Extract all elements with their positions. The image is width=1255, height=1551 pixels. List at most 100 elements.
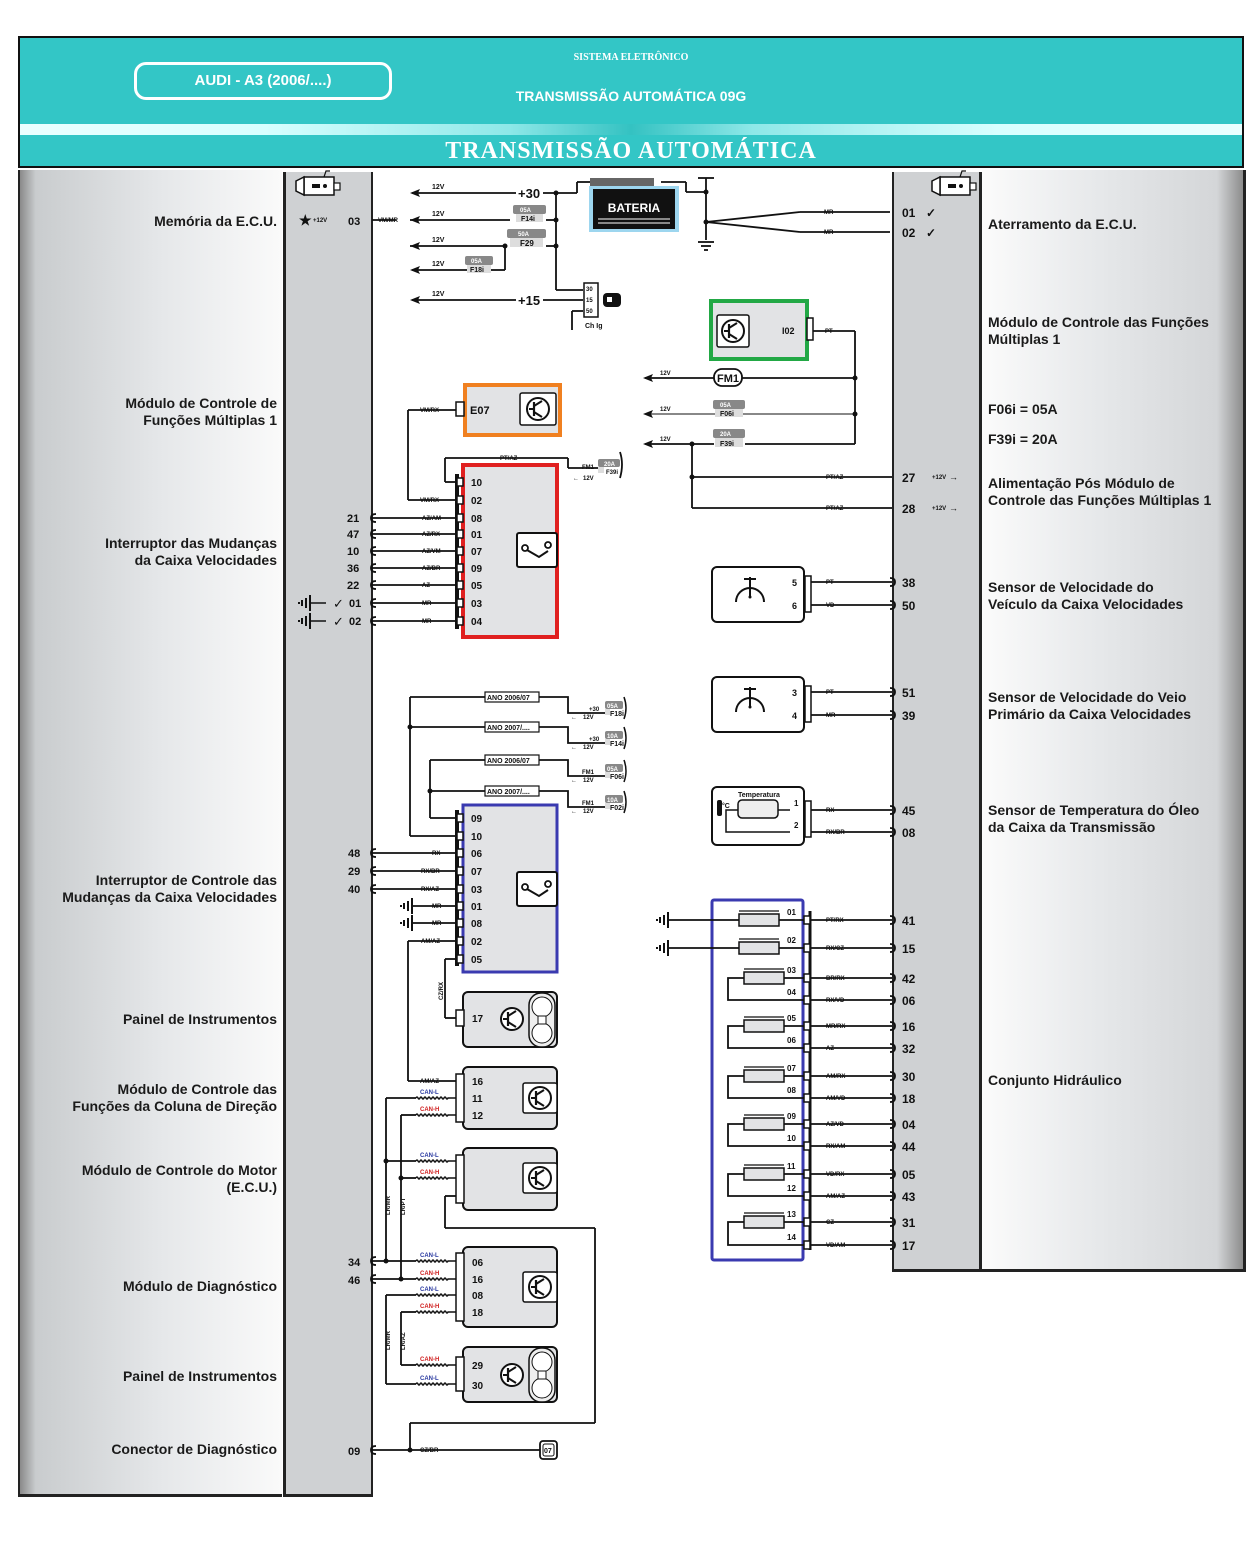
pin-number: 09 bbox=[471, 564, 483, 575]
can-label: CAN-L bbox=[420, 1153, 439, 1159]
star-icon: ★ bbox=[299, 212, 312, 228]
pin-terminal bbox=[803, 1240, 811, 1250]
instrument-panel-2: 29 30 bbox=[455, 1346, 558, 1403]
twisted-pair bbox=[415, 1382, 456, 1386]
check-icon: ✓ bbox=[926, 226, 936, 240]
svg-text:16: 16 bbox=[472, 1077, 484, 1088]
fuse-f18i: 05A F18i bbox=[465, 256, 493, 274]
pin-number: 01 bbox=[349, 598, 361, 610]
pin-number: 13 bbox=[787, 1210, 796, 1219]
svg-text:30: 30 bbox=[586, 287, 593, 293]
wire-label: PT/RX bbox=[826, 918, 844, 924]
wire-label: RX/BR bbox=[421, 869, 440, 875]
pin-terminal bbox=[456, 831, 464, 841]
ecu-pin-hook bbox=[889, 1071, 896, 1081]
wire-label: PT bbox=[825, 329, 833, 335]
ecu-pin-hook bbox=[370, 884, 377, 894]
wire-label: MR bbox=[824, 210, 834, 216]
pin-number: 08 bbox=[471, 919, 483, 930]
wire-label: CZ/BR bbox=[420, 1448, 439, 1454]
arrow-right-icon: → bbox=[949, 503, 958, 513]
label-diag-module: Módulo de Diagnóstico bbox=[123, 1278, 277, 1294]
pin-number: 05 bbox=[902, 1168, 916, 1182]
label-ecu-ground: Aterramento da E.C.U. bbox=[988, 216, 1137, 232]
ecu-pin-hook bbox=[889, 943, 896, 953]
plus15-label: +15 bbox=[518, 293, 540, 308]
pin-number: 10 bbox=[787, 1134, 796, 1143]
label-hydraulic-unit: Conjunto Hidráulico bbox=[988, 1072, 1122, 1088]
pin-terminal bbox=[803, 1071, 811, 1081]
svg-text:1: 1 bbox=[794, 799, 799, 808]
can-label: CAN-H bbox=[420, 1107, 439, 1113]
pin-number: 04 bbox=[902, 1118, 916, 1132]
v12-label: 12V bbox=[583, 809, 594, 815]
pin-number: 07 bbox=[471, 867, 483, 878]
fuse-id: F18i bbox=[610, 711, 624, 718]
svg-text:E07: E07 bbox=[470, 405, 490, 417]
label-instrument-panel-1: Painel de Instrumentos bbox=[122, 1011, 277, 1027]
ecu-pin-hook bbox=[370, 529, 377, 539]
pin-terminal bbox=[803, 1191, 811, 1201]
header-divider bbox=[20, 124, 1242, 135]
svg-text:16: 16 bbox=[472, 1275, 484, 1286]
pin-terminal bbox=[456, 495, 464, 505]
supply-source: FM1 bbox=[582, 801, 595, 807]
pin-number: 27 bbox=[902, 471, 916, 485]
ground-icon bbox=[400, 914, 413, 932]
speed-sensor-body bbox=[711, 676, 805, 733]
pin-terminal bbox=[456, 954, 464, 964]
wire-label: AZ bbox=[826, 1046, 834, 1052]
car-model-badge: AUDI - A3 (2006/....) bbox=[134, 62, 392, 100]
ground-icon bbox=[298, 594, 311, 612]
ecu-connector-icon-right bbox=[931, 170, 977, 196]
wire-label: PT bbox=[826, 690, 834, 696]
pin-number: 48 bbox=[348, 848, 360, 860]
svg-text:BATERIA: BATERIA bbox=[608, 201, 661, 215]
svg-text:05A: 05A bbox=[720, 403, 732, 409]
label-instrument-panel-2: Painel de Instrumentos bbox=[122, 1368, 277, 1384]
ecu-pin-hook bbox=[370, 616, 377, 626]
ground-icon bbox=[656, 939, 669, 957]
ecu-pin-hook bbox=[889, 1169, 896, 1179]
pin-number: 43 bbox=[902, 1190, 916, 1204]
wire-label: MR bbox=[432, 904, 442, 910]
supply-source: +30 bbox=[589, 737, 600, 743]
svg-text:18: 18 bbox=[472, 1308, 484, 1319]
wire-label: PT bbox=[826, 580, 834, 586]
shift-control-module bbox=[461, 803, 559, 974]
ecu-pin-hook bbox=[370, 1445, 377, 1455]
pin-number: 45 bbox=[902, 804, 916, 818]
fuse-f39i-shift: 20A F39i FM1 ← 12V bbox=[573, 459, 620, 482]
pin-number: 08 bbox=[787, 1086, 796, 1095]
svg-text:Temperatura: Temperatura bbox=[738, 792, 780, 799]
ground-icon bbox=[656, 911, 669, 929]
fuse-id: F06i bbox=[610, 774, 624, 781]
pin-number: 42 bbox=[902, 972, 916, 986]
ecu-pin-hook bbox=[889, 1217, 896, 1227]
svg-text:°C: °C bbox=[722, 802, 730, 810]
pin-number: 10 bbox=[471, 832, 483, 843]
pin-terminal bbox=[803, 973, 811, 983]
svg-text:Ch Ig: Ch Ig bbox=[585, 323, 603, 330]
solenoid bbox=[743, 1117, 785, 1131]
pin-number: 5 bbox=[792, 578, 797, 588]
wire-label: VM/RX bbox=[420, 408, 439, 414]
pin-number: 03 bbox=[471, 885, 483, 896]
pin-number: 3 bbox=[792, 688, 797, 698]
pin-number: 01 bbox=[471, 530, 483, 541]
year-label: ANO 2006/07 bbox=[487, 695, 530, 702]
svg-text:29: 29 bbox=[472, 1361, 484, 1372]
ignition-switch: 30 15 50 Ch Ig bbox=[583, 282, 621, 330]
v12-label: 12V bbox=[660, 437, 671, 443]
pin-terminal bbox=[803, 1169, 811, 1179]
battery: BATERIA bbox=[589, 178, 679, 232]
ecu-pin-hook bbox=[889, 827, 896, 837]
pin-number: 21 bbox=[347, 513, 359, 525]
